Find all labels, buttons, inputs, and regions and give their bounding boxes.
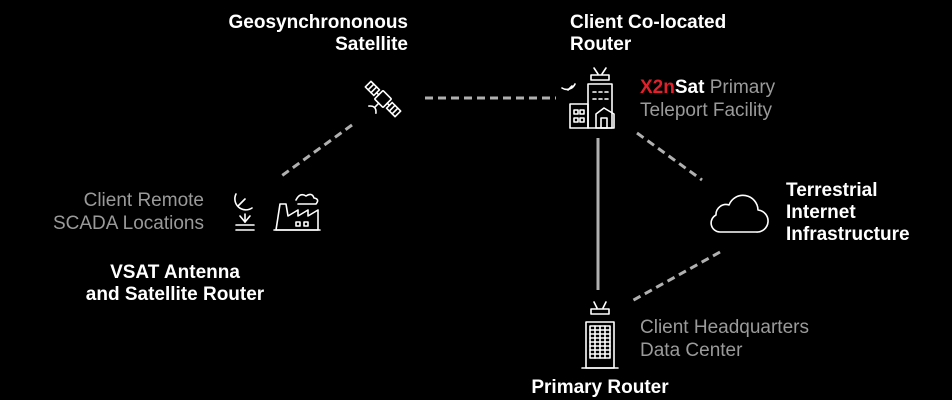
teleport-primary-text: Primary (704, 77, 776, 98)
factory-icon (273, 193, 321, 231)
teleport-label-line2: Teleport Facility (640, 100, 772, 121)
link-colocated-internet (636, 131, 703, 182)
brand-x2n: X2n (640, 77, 675, 98)
remote-label-line2: and Satellite Router (85, 284, 265, 305)
teleport-label: X2nSat Primary Teleport Facility (640, 76, 840, 122)
building-router-icon (561, 67, 615, 129)
internet-label-line2: Internet (786, 202, 856, 223)
internet-label-line1: Terrestrial (786, 180, 878, 201)
office-tower-icon (581, 301, 619, 369)
internet-label-line3: Infrastructure (786, 224, 910, 245)
teleport-label-line1: X2nSat Primary (640, 76, 840, 99)
remote-label: VSAT Antenna and Satellite Router (40, 262, 310, 306)
cloud-icon (710, 194, 769, 233)
hq-label: Primary Router (531, 377, 669, 398)
remote-gray-line2: SCADA Locations (52, 213, 204, 234)
brand-sat: Sat (674, 77, 705, 98)
hq-gray-line1: Client Headquarters (640, 317, 809, 338)
remote-gray-label: Client Remote SCADA Locations (0, 189, 204, 235)
remote-gray-line1: Client Remote (83, 190, 204, 211)
remote-label-line1: VSAT Antenna (110, 262, 240, 283)
colocated-label: Client Co-located Router (570, 12, 790, 56)
internet-label: Terrestrial Internet Infrastructure (786, 180, 946, 246)
antenna-icon (234, 193, 255, 231)
hq-gray-label: Client Headquarters Data Center (640, 316, 900, 362)
link-internet-hq (629, 250, 721, 304)
satellite-label: Geosynchrononous Satellite (150, 12, 408, 56)
colocated-label-line2: Router (570, 34, 632, 55)
satellite-label-line1: Geosynchrononous (228, 12, 408, 33)
satellite-icon (364, 80, 402, 118)
colocated-label-line1: Client Co-located (570, 12, 727, 33)
satellite-label-line2: Satellite (335, 34, 408, 55)
hq-gray-line2: Data Center (640, 340, 743, 361)
link-satellite-remote (279, 123, 353, 179)
